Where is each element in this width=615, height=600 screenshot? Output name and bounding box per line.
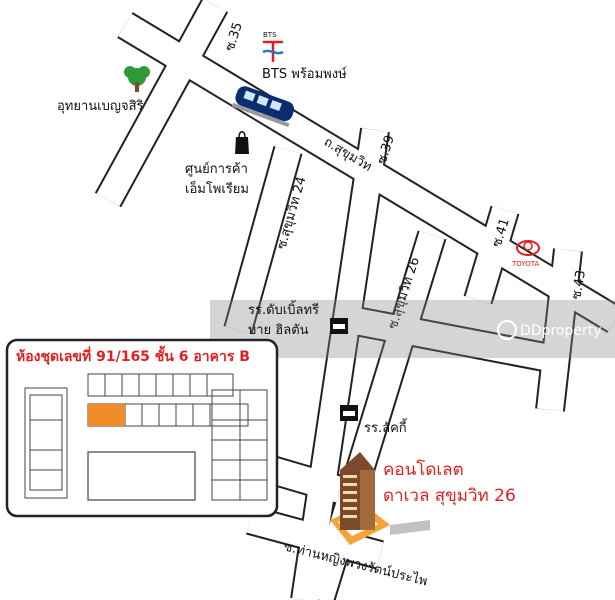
mall-label-line2: เอ็มโพเรียม — [185, 179, 249, 197]
mall-label-line1: ศูนย์การค้า — [185, 161, 248, 177]
ddproperty-icon — [497, 320, 517, 340]
condo-label-line1: คอนโดเลต — [383, 459, 464, 480]
tree-icon — [124, 66, 150, 92]
bts-logo-icon — [262, 40, 284, 62]
train-icon — [231, 86, 295, 128]
road-network — [94, 0, 615, 600]
bts-logo: BTS — [262, 31, 284, 62]
svg-text:TOYOTA: TOYOTA — [511, 260, 540, 268]
hotel1-label-line1: รร.ดับเบิ้ลทรี — [248, 300, 319, 318]
label-soi43: ซ.43 — [569, 269, 589, 301]
park-label: อุทยานเบญจสิริ — [57, 99, 144, 114]
floor-plan-inset: ห้องชุดเลขที่ 91/165 ชั้น 6 อาคาร B — [5, 338, 279, 518]
condo-building-icon — [330, 452, 430, 545]
hotel2-label: รร.ลัคกี้ — [364, 418, 408, 436]
highlighted-unit — [88, 404, 125, 426]
condo-label-line2: ดาเวล สุขุมวิท 26 — [383, 486, 516, 506]
svg-text:DDproperty: DDproperty — [520, 323, 602, 339]
bed-icon-hotel1 — [330, 318, 348, 334]
label-soi35: ซ.35 — [223, 21, 246, 54]
inset-title: ห้องชุดเลขที่ 91/165 ชั้น 6 อาคาร B — [16, 345, 250, 365]
bed-icon-hotel2 — [340, 405, 358, 421]
toyota-logo: TOYOTA — [511, 240, 540, 268]
watermark: DDproperty — [497, 320, 602, 340]
svg-text:BTS: BTS — [263, 31, 277, 39]
hotel1-label-line2: บาย ฮิลตัน — [248, 323, 309, 338]
shopping-bag-icon — [235, 131, 249, 154]
bts-station-label: BTS พร้อมพงษ์ — [262, 66, 347, 82]
